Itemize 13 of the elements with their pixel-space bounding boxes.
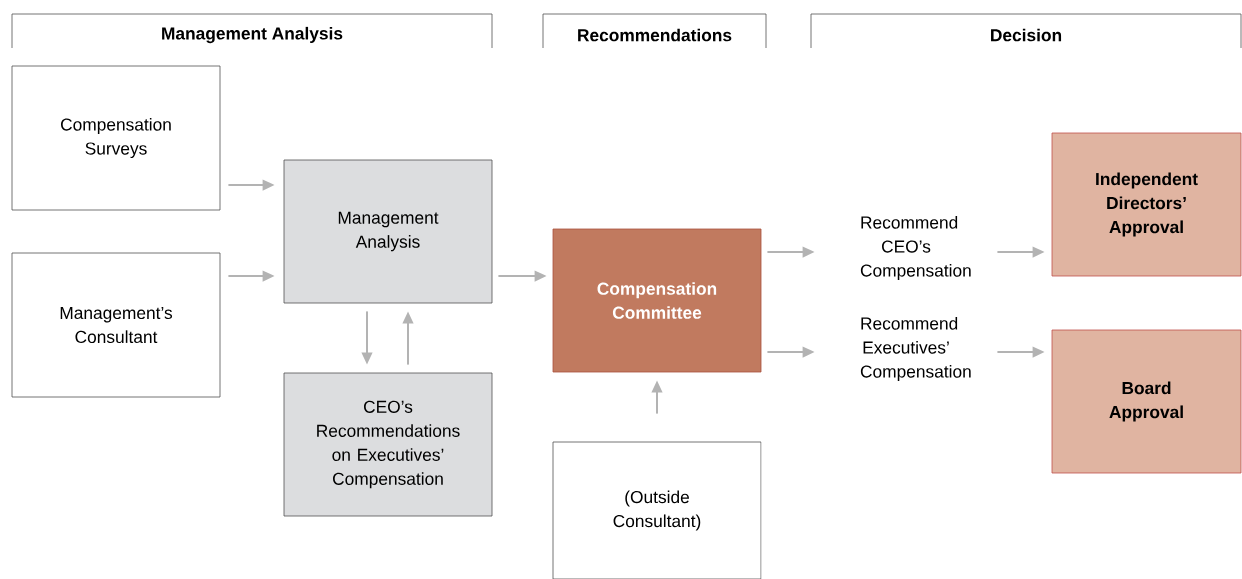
step-text: Recommend CEO’s Compensation (860, 215, 971, 281)
step-text: Recommend Executives’ Compensation (860, 316, 971, 382)
process-box: (Outside Consultant) (552, 441, 762, 579)
section-header-text: Recommendations (578, 28, 732, 42)
process-box: Management Analysis (283, 159, 493, 304)
approval-box: Independent Directors’ Approval (1051, 132, 1242, 277)
process-box: Compensation Surveys (11, 65, 221, 211)
process-box: CEO’s Recommendations on Executives’ Compensation (283, 372, 493, 517)
section-header-text: Decision (991, 28, 1062, 42)
approval-box: Board Approval (1051, 329, 1242, 474)
section-header-text: Management Analysis (162, 26, 343, 44)
process-box: Management’s Consultant (11, 252, 221, 398)
committee-box: Compensation Committee (552, 228, 762, 373)
